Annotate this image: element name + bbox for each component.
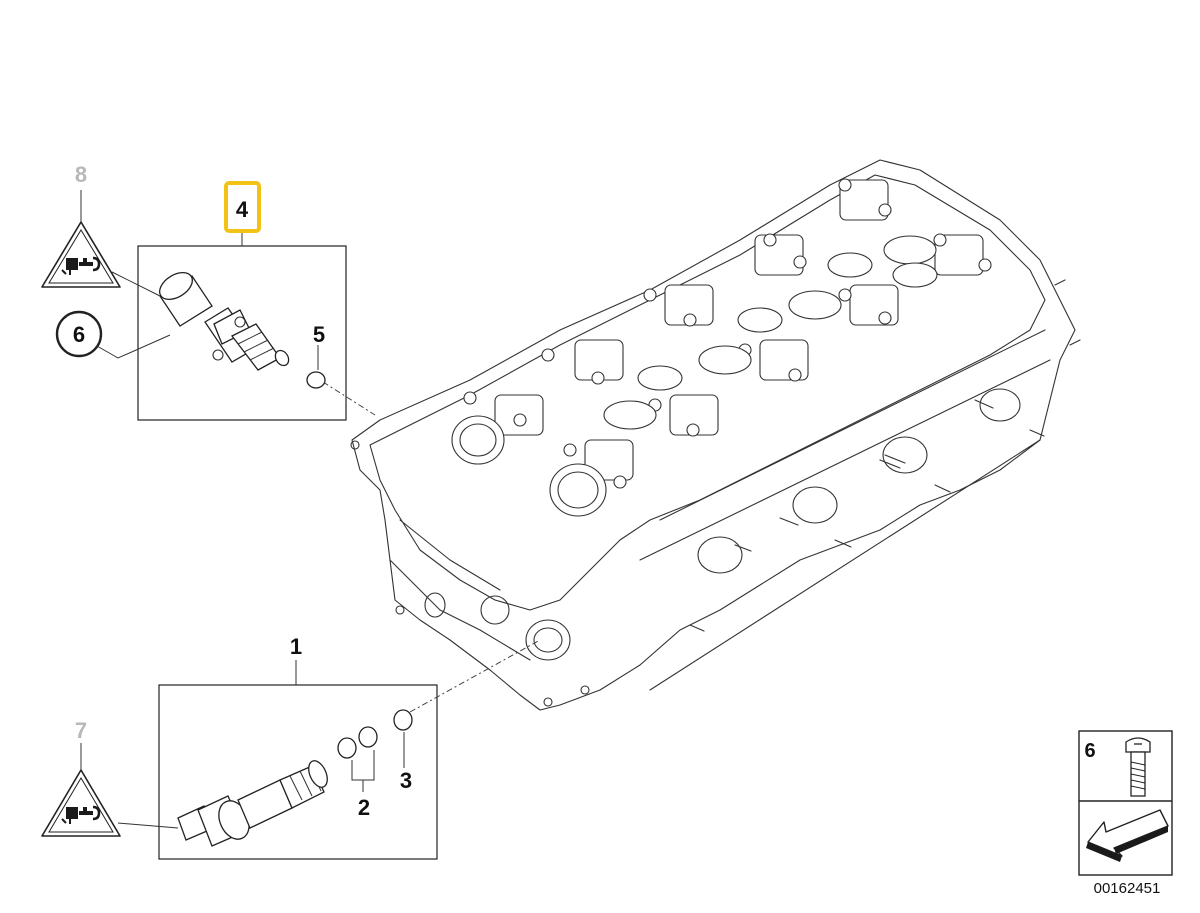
callout-8: 8 [75, 162, 87, 187]
callout-circle-6 [55, 310, 103, 358]
callout-3: 3 [400, 768, 412, 793]
image-id: 00162451 [1094, 880, 1161, 897]
solenoid-valve-lower [177, 760, 328, 847]
callout-5: 5 [313, 322, 325, 347]
seal-ring-lower-a [337, 737, 357, 759]
callout-1: 1 [290, 634, 302, 659]
callout-7: 7 [75, 718, 87, 743]
legend-box: 6 [1078, 730, 1173, 876]
warning-triangle-icon [41, 221, 121, 288]
callout-2: 2 [358, 795, 370, 820]
warning-triangle-icon [41, 769, 121, 837]
screw-icon [1125, 737, 1151, 797]
highlight-frame [224, 181, 261, 233]
solenoid-valve-upper [159, 272, 290, 371]
seal-ring-lower-c [393, 709, 413, 731]
legend-number: 6 [1084, 740, 1095, 762]
seal-ring-lower-b [358, 726, 378, 748]
callout-6: 6 [73, 322, 85, 347]
seal-ring-upper [306, 371, 326, 389]
callout-4[interactable]: 4 [236, 197, 249, 222]
direction-arrow-icon [1086, 809, 1169, 862]
cylinder-head-drawing [350, 159, 1081, 711]
lower-parts-frame [158, 684, 438, 860]
